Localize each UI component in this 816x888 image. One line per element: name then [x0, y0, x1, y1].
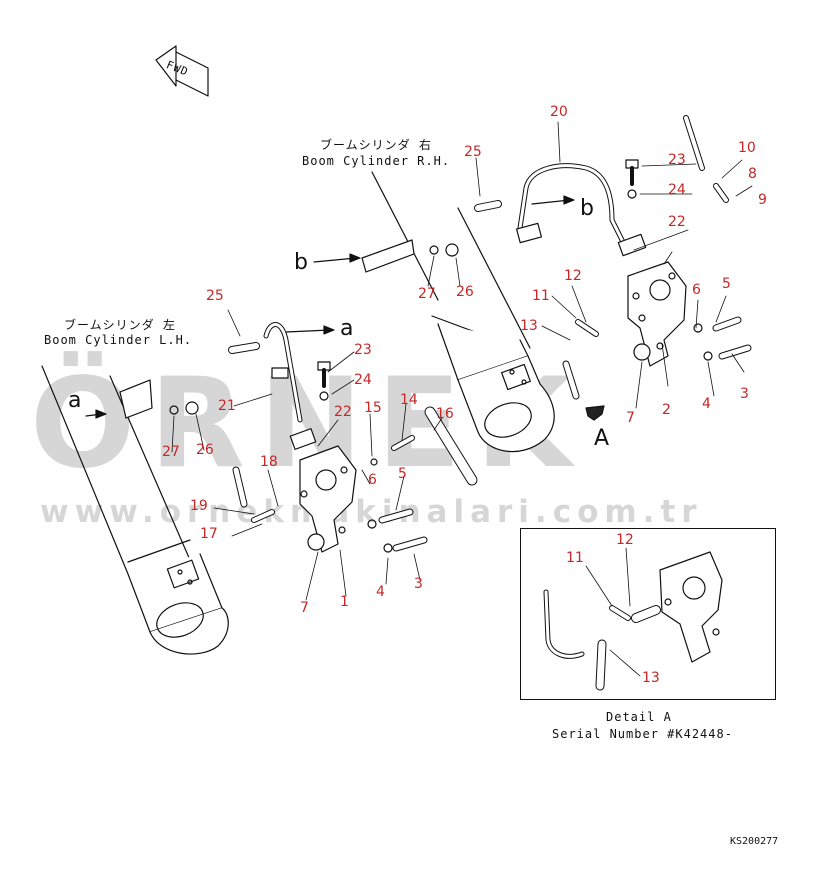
tube-21: [263, 322, 317, 450]
part-number-22: 22: [668, 214, 686, 230]
bolt-3-right: [718, 344, 752, 360]
hose-16: [424, 406, 478, 486]
part-number-3: 3: [740, 386, 749, 402]
part-number-26: 26: [456, 284, 474, 300]
view-marker-A: A: [594, 426, 610, 451]
detail-a-title: Detail A: [606, 710, 672, 724]
part-number-21: 21: [218, 398, 236, 414]
fitting-19: [251, 509, 275, 523]
detail-fitting-11: [609, 605, 631, 621]
part-number-9: 9: [758, 192, 767, 208]
part-number-22: 22: [334, 404, 352, 420]
fwd-arrow-icon: [155, 45, 209, 97]
part-number-8: 8: [748, 166, 757, 182]
part-number-27: 27: [418, 286, 436, 302]
part-number-5: 5: [722, 276, 731, 292]
cylinder-lh-en: Boom Cylinder L.H.: [44, 333, 193, 347]
part-number-26: 26: [196, 442, 214, 458]
part-number-23: 23: [668, 152, 686, 168]
part-number-3: 3: [414, 576, 423, 592]
bolt-18-left: [232, 466, 248, 508]
part-number-17: 17: [200, 526, 218, 542]
fitting-25-left: [228, 342, 260, 354]
part-number-11: 11: [566, 550, 584, 566]
part-number-25: 25: [206, 288, 224, 304]
part-number-4: 4: [376, 584, 385, 600]
valve-block-1: [299, 445, 357, 553]
detail-hose: [543, 589, 585, 659]
fitting-25-right: [474, 200, 502, 212]
part-number-6: 6: [692, 282, 701, 298]
part-number-11: 11: [532, 288, 550, 304]
drawing-code: KS200277: [730, 836, 779, 847]
marker-a-right: a: [340, 316, 354, 341]
marker-b-left: b: [294, 250, 308, 275]
boom-cylinder-rh: [361, 171, 555, 453]
part-number-18: 18: [260, 454, 278, 470]
part-number-12: 12: [616, 532, 634, 548]
valve-block-2: [627, 261, 687, 367]
bolt-13-right: [562, 360, 580, 400]
part-number-24: 24: [668, 182, 686, 198]
valve-block-detail: [659, 551, 723, 663]
detail-bolt-13: [595, 639, 607, 691]
part-number-12: 12: [564, 268, 582, 284]
part-number-25: 25: [464, 144, 482, 160]
detail-a-frame: [520, 528, 776, 700]
detail-adapter: [631, 605, 661, 623]
part-number-6: 6: [368, 472, 377, 488]
fitting-11: [575, 319, 599, 337]
bolt-5-left: [378, 508, 414, 524]
bolt-23-left: [317, 361, 331, 388]
boom-cylinder-lh: [41, 365, 229, 655]
part-number-10: 10: [738, 140, 756, 156]
marker-a-left: a: [68, 388, 82, 413]
part-number-5: 5: [398, 466, 407, 482]
fitting-8: [713, 183, 729, 203]
part-number-23: 23: [354, 342, 372, 358]
part-number-7: 7: [300, 600, 309, 616]
part-number-13: 13: [642, 670, 660, 686]
bolt-5-right: [712, 316, 742, 332]
part-number-14: 14: [400, 392, 418, 408]
part-number-27: 27: [162, 444, 180, 460]
bolt-3-left: [392, 536, 428, 552]
part-number-19: 19: [190, 498, 208, 514]
part-number-16: 16: [436, 406, 454, 422]
part-number-13: 13: [520, 318, 538, 334]
part-number-24: 24: [354, 372, 372, 388]
part-number-15: 15: [364, 400, 382, 416]
part-number-1: 1: [340, 594, 349, 610]
part-number-4: 4: [702, 396, 711, 412]
detail-a-serial: Serial Number #K42448-: [552, 727, 733, 741]
part-number-2: 2: [662, 402, 671, 418]
cylinder-rh-en: Boom Cylinder R.H.: [302, 154, 451, 168]
bolt-23-right: [625, 159, 639, 186]
tube-20: [515, 163, 647, 257]
part-number-20: 20: [550, 104, 568, 120]
bolt-10: [683, 115, 705, 171]
marker-b-right: b: [580, 196, 594, 221]
part-number-7: 7: [626, 410, 635, 426]
cylinder-rh-jp: ブームシリンダ 右: [320, 138, 432, 152]
cylinder-lh-jp: ブームシリンダ 左: [64, 318, 176, 332]
fitting-14: [391, 435, 415, 451]
